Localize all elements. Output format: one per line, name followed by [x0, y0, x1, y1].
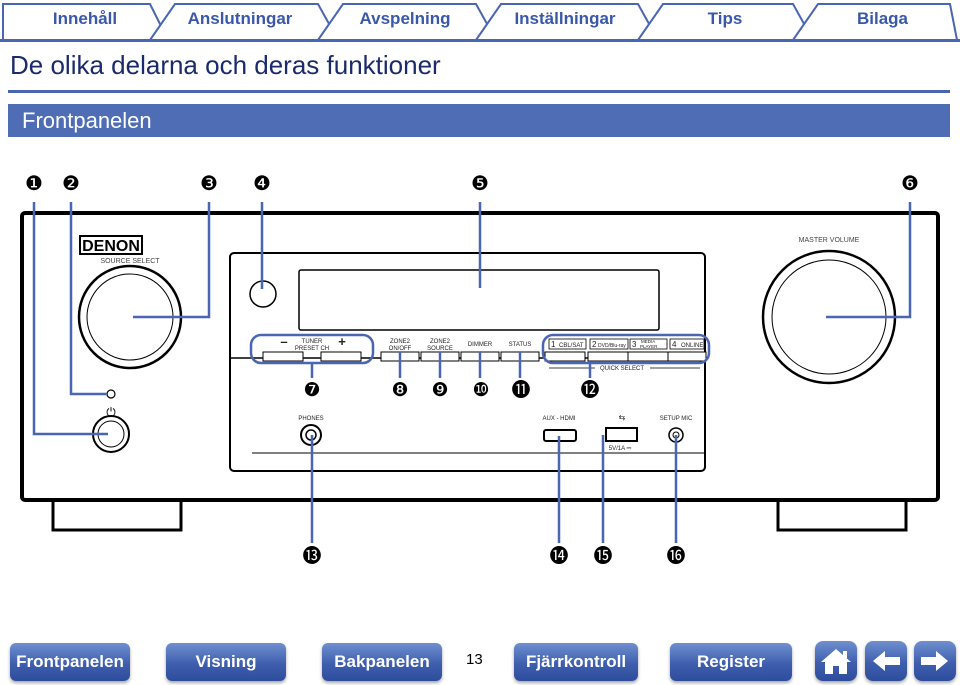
- tab-bilaga[interactable]: Bilaga: [856, 9, 909, 28]
- tab-innehall[interactable]: Innehåll: [52, 9, 118, 28]
- tab-underline: [0, 39, 960, 42]
- leader-lines: [32, 202, 912, 543]
- phones-label: PHONES: [298, 416, 323, 422]
- usb-rating-label: 5V/1A ⎓: [609, 446, 632, 452]
- callout-15: ⓯: [593, 545, 612, 567]
- title-rule: [8, 90, 950, 93]
- zone2-source-label-1: ZONE2: [430, 339, 451, 345]
- callout-11: ⓫: [511, 379, 530, 401]
- tab-avspelning[interactable]: Avspelning: [359, 9, 451, 28]
- callout-2: ❷: [62, 173, 80, 195]
- section-title: Frontpanelen: [22, 108, 152, 133]
- quick-3-label-a: MEDIA: [641, 339, 655, 344]
- quick-4-num: 4: [672, 340, 677, 349]
- status-label: STATUS: [509, 342, 532, 348]
- tab-tips[interactable]: Tips: [707, 9, 743, 28]
- nav-visning-button[interactable]: Visning: [166, 643, 286, 681]
- dimmer-label: DIMMER: [468, 342, 493, 348]
- usb-port[interactable]: [605, 427, 638, 442]
- usb-icon: ⇆: [619, 413, 626, 422]
- quick-1-num: 1: [551, 340, 556, 349]
- callout-4: ❹: [253, 173, 271, 195]
- nav-fjarrkontroll-button[interactable]: Fjärrkontroll: [514, 643, 638, 681]
- section-bar: Frontpanelen: [8, 104, 950, 137]
- brand-text: DENON: [82, 238, 140, 255]
- home-button[interactable]: [815, 641, 857, 681]
- callout-9: ❾: [431, 380, 448, 401]
- power-icon: ⏻: [106, 405, 116, 419]
- callout-1: ❶: [25, 173, 43, 195]
- callout-6: ❻: [901, 173, 919, 195]
- tuner-label: TUNER: [302, 339, 323, 345]
- back-button[interactable]: [865, 641, 907, 681]
- tab-anslutningar[interactable]: Anslutningar: [187, 9, 293, 28]
- nav-register-button[interactable]: Register: [670, 643, 792, 681]
- home-icon: [821, 649, 851, 674]
- source-select-knob[interactable]: [77, 264, 183, 370]
- back-arrow-icon: [873, 651, 900, 671]
- page-number: 13: [466, 651, 483, 668]
- callout-14: ⓮: [549, 545, 568, 567]
- quick-2-num: 2: [592, 340, 597, 349]
- zone2-source-label-2: SOURCE: [427, 346, 453, 352]
- forward-button[interactable]: [914, 641, 956, 681]
- source-select-label: SOURCE SELECT: [100, 258, 160, 265]
- setup-mic-label: SETUP MIC: [660, 416, 693, 422]
- aux-hdmi-label: AUX - HDMI: [543, 416, 576, 422]
- preset-minus-button[interactable]: [262, 351, 304, 362]
- nav-bakpanelen-button[interactable]: Bakpanelen: [322, 643, 442, 681]
- callout-16: ⓰: [666, 545, 685, 567]
- power-button[interactable]: ⏻: [92, 405, 130, 453]
- quick-2-label: DVD/Blu-ray: [598, 343, 626, 349]
- quick-select-4-button[interactable]: [667, 351, 707, 362]
- quick-4-label: ONLINE: [681, 343, 703, 349]
- callout-3: ❸: [200, 173, 218, 195]
- front-buttons: [262, 351, 707, 362]
- quick-select-2-button[interactable]: [587, 351, 629, 362]
- preset-ch-label: PRESET CH: [295, 346, 329, 352]
- preset-plus-button[interactable]: [320, 351, 362, 362]
- callout-8: ❽: [391, 380, 408, 401]
- front-panel-diagram: ❶ ❷ ❸ ❹ ❺ ❻ DENON SOURCE SELECT MASTER V…: [20, 173, 940, 567]
- tab-outlines: [2, 3, 958, 41]
- preset-minus-label: –: [280, 334, 287, 349]
- page-title: De olika delarna och deras funktioner: [10, 50, 441, 80]
- master-volume-label: MASTER VOLUME: [799, 237, 860, 244]
- callout-5: ❺: [471, 173, 489, 195]
- quick-select-label: QUICK SELECT: [600, 366, 644, 372]
- quick-select-1-button[interactable]: [544, 351, 586, 362]
- quick-3-num: 3: [632, 340, 637, 349]
- top-tab-bar: Innehåll Anslutningar Avspelning Inställ…: [0, 0, 960, 42]
- quick-select-3-button[interactable]: [627, 351, 669, 362]
- callout-13: ⓭: [302, 545, 321, 567]
- denon-logo: [79, 235, 143, 255]
- callout-7: ❼: [303, 380, 320, 401]
- callout-12: ⓬: [580, 379, 599, 401]
- quick-3-label-b: PLAYER: [640, 344, 658, 349]
- quick-1-label: CBL/SAT: [559, 343, 584, 349]
- zone2-onoff-label-2: ON/OFF: [389, 346, 412, 352]
- nav-frontpanelen-button[interactable]: Frontpanelen: [10, 643, 130, 681]
- tab-installningar[interactable]: Inställningar: [514, 9, 616, 28]
- standby-indicator: [106, 389, 116, 399]
- forward-arrow-icon: [921, 651, 948, 671]
- callout-10: ❿: [472, 380, 489, 401]
- zone2-onoff-label-1: ZONE2: [390, 339, 411, 345]
- preset-plus-label: +: [338, 334, 346, 349]
